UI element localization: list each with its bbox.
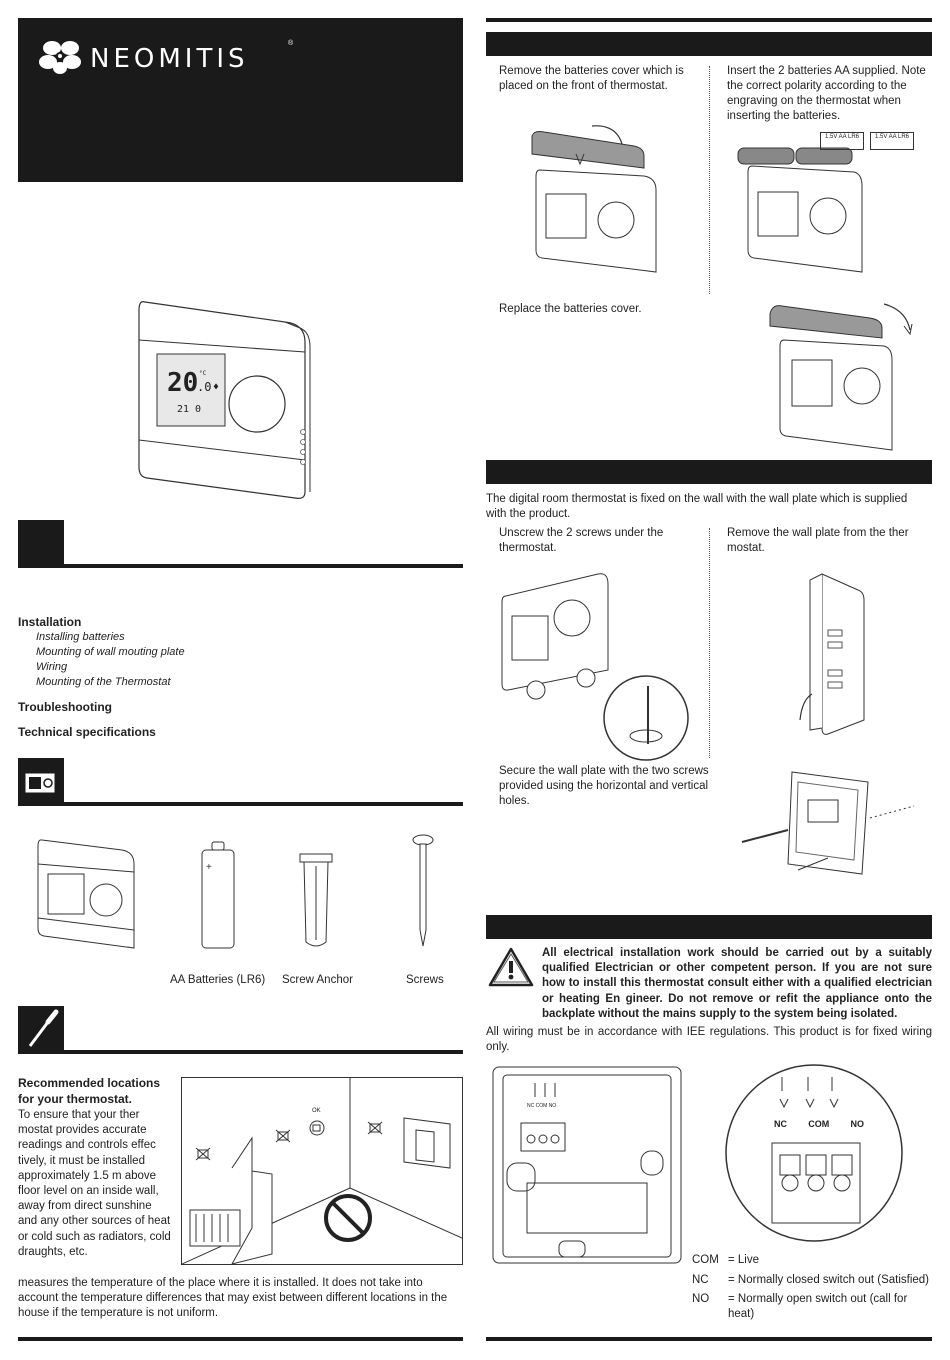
bottom-rule: [18, 1337, 463, 1341]
backplate-wiring-illustration: NC COM NO: [487, 1063, 687, 1268]
flame-icon: ♦: [213, 382, 220, 393]
section-marker-block: [18, 520, 64, 568]
small-terminal-labels: NC COM NO: [527, 1103, 557, 1109]
svg-text:+: +: [206, 862, 212, 873]
package-thermostat-image: [36, 836, 140, 954]
display-temp-unit: °C: [199, 370, 207, 377]
room-placement-illustration: OK: [181, 1077, 463, 1265]
display-small: 21 0: [177, 404, 202, 415]
location-body: To ensure that your ther mostat provides…: [18, 1109, 171, 1258]
warning-icon: [488, 946, 534, 988]
section-marker-block: [18, 1006, 64, 1054]
flower-logo-icon: [39, 41, 81, 74]
header-banner: NEOMITIS ®: [18, 18, 463, 182]
insert-batteries-illustration: [734, 130, 866, 274]
terminal-nc: NC: [774, 1119, 787, 1129]
toc-item-specifications[interactable]: Technical specifications: [18, 725, 156, 739]
wallplate-intro: The digital room thermostat is fixed on …: [486, 493, 908, 520]
wiring-regulations: All wiring must be in accordance with IE…: [486, 1026, 932, 1053]
terminal-com: COM: [808, 1119, 830, 1129]
section-bar-batteries: [486, 32, 932, 56]
toc-sub-batteries[interactable]: Installing batteries: [36, 631, 125, 643]
toc-sub-mounting[interactable]: Mounting of the Thermostat: [36, 676, 171, 688]
ok-label: OK: [312, 1108, 321, 1114]
wallplate-step3: Secure the wall plate with the two screw…: [499, 765, 709, 807]
toc-item-troubleshooting[interactable]: Troubleshooting: [18, 700, 112, 714]
section-bar-wiring: [486, 915, 932, 939]
toc-item-installation[interactable]: Installation: [18, 615, 82, 629]
replace-cover-illustration: [766, 296, 914, 452]
table-of-contents: Installation Installing batteries Mounti…: [18, 612, 458, 742]
section-rule: [18, 564, 463, 568]
brand-name: NEOMITIS: [90, 44, 249, 74]
section-rule: [18, 1050, 463, 1054]
display-temp-main: 20: [167, 368, 199, 398]
display-temp-dec: .0: [197, 380, 212, 394]
section-marker-block: [18, 758, 64, 806]
remove-plate-illustration: [798, 570, 874, 736]
battery-marking-2: 1.5V AA LR6: [870, 132, 914, 150]
battery-step2: Insert the 2 batteries AA supplied. Note…: [727, 65, 926, 122]
battery-step1: Remove the batteries cover which is plac…: [499, 65, 684, 92]
top-rule: [486, 18, 932, 22]
brand-reg: ®: [288, 40, 294, 47]
unscrew-illustration: [498, 566, 692, 762]
bottom-rule: [486, 1337, 932, 1341]
screws-label: Screws: [406, 974, 444, 986]
wallplate-step2: Remove the wall plate from the ther most…: [727, 527, 909, 554]
battery-marking-1: 1.5V AA LR6: [820, 132, 864, 150]
toc-sub-wallplate[interactable]: Mounting of wall mouting plate: [36, 646, 185, 658]
terminal-labels: NC COM NO: [774, 1119, 864, 1129]
batteries-label: AA Batteries (LR6): [170, 974, 266, 986]
screwdriver-icon: [28, 1009, 59, 1047]
wallplate-screws-illustration: [738, 770, 920, 888]
battery-polarity-marking: 1.5V AA LR6 1.5V AA LR6: [820, 132, 914, 152]
display-readout: 20 °C .0 ♦ 21 0: [167, 368, 223, 420]
section-bar-wallplate: [486, 460, 932, 484]
thermostat-illustration: 20 °C .0 ♦ 21 0: [135, 292, 315, 502]
toc-sub-wiring[interactable]: Wiring: [36, 661, 68, 673]
remove-cover-illustration: [526, 124, 660, 274]
package-battery-image: +: [196, 840, 240, 952]
location-heading: Recommended locations for your thermosta…: [18, 1076, 161, 1106]
location-continuation: measures the temperature of the place wh…: [18, 1277, 448, 1320]
wallplate-step1: Unscrew the 2 screws under the thermosta…: [499, 527, 664, 554]
battery-step3: Replace the batteries cover.: [499, 303, 642, 315]
terminal-closeup-illustration: NC COM NO: [722, 1063, 906, 1243]
anchor-label: Screw Anchor: [282, 974, 353, 986]
package-anchor-image: [296, 852, 336, 952]
brand-logo: NEOMITIS ®: [38, 36, 298, 76]
terminal-no: NO: [850, 1119, 865, 1129]
column-divider: [709, 528, 710, 758]
section-rule: [18, 802, 463, 806]
thermostat-icon: [25, 773, 55, 793]
wiring-warning: All electrical installation work should …: [542, 947, 932, 1020]
column-divider: [709, 66, 710, 294]
package-screw-image: [408, 834, 438, 948]
